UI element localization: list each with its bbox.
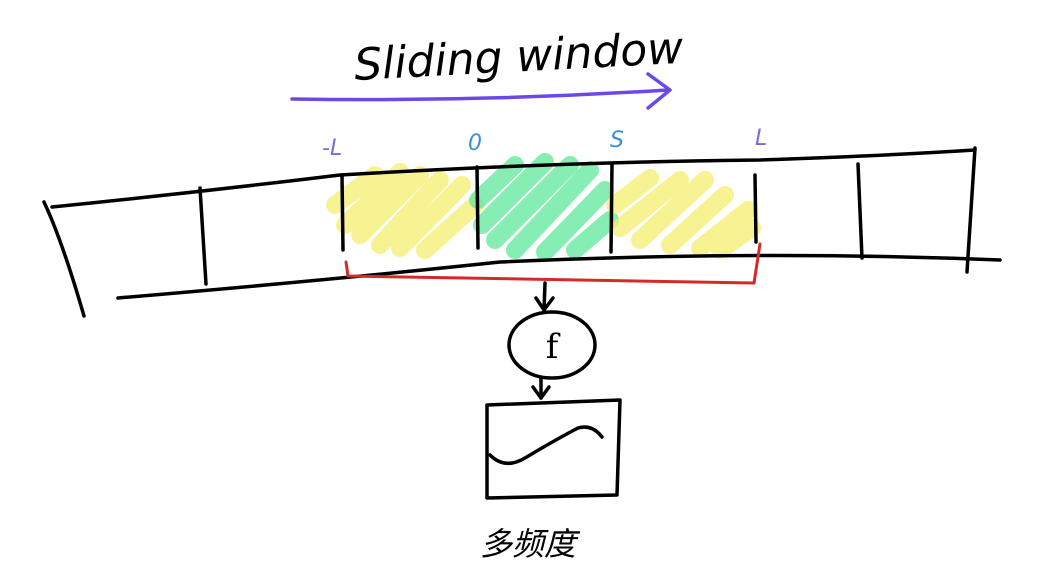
strip-bottom-edge — [116, 253, 1002, 300]
marker-l: L — [755, 126, 767, 151]
cell-divider-6 — [856, 162, 864, 260]
cell-divider-1 — [198, 186, 208, 286]
arrow-to-function — [534, 281, 555, 312]
cell-divider-3 — [475, 165, 480, 250]
plot-curve — [488, 425, 604, 465]
yellow-strokes-a — [326, 163, 484, 259]
cell-divider-2 — [340, 173, 345, 252]
green-highlight — [469, 153, 619, 261]
marker-zero: 0 — [468, 131, 482, 156]
plot-caption: 多频度 — [480, 525, 581, 563]
marker-neg-l: -L — [322, 136, 342, 161]
yellow-strokes-b — [606, 169, 761, 259]
sequence-strip — [42, 146, 1002, 318]
strip-left-end — [42, 200, 86, 318]
yellow-highlight-right — [606, 169, 761, 259]
title-text: Sliding window — [353, 23, 685, 91]
cell-divider-7 — [965, 146, 977, 274]
strip-top-edge — [50, 148, 977, 209]
window-bracket — [344, 242, 762, 285]
output-plot — [485, 398, 622, 500]
yellow-highlight-left — [326, 163, 484, 259]
cell-divider-4 — [609, 162, 614, 254]
arrow-to-plot — [531, 376, 551, 400]
green-strokes — [469, 153, 619, 261]
function-circle — [507, 310, 597, 380]
function-node: f — [507, 310, 597, 380]
cell-divider-5 — [753, 173, 758, 244]
marker-s: S — [610, 128, 624, 153]
function-label: f — [546, 327, 561, 367]
plot-frame — [485, 398, 622, 500]
sliding-arrow — [290, 72, 672, 110]
